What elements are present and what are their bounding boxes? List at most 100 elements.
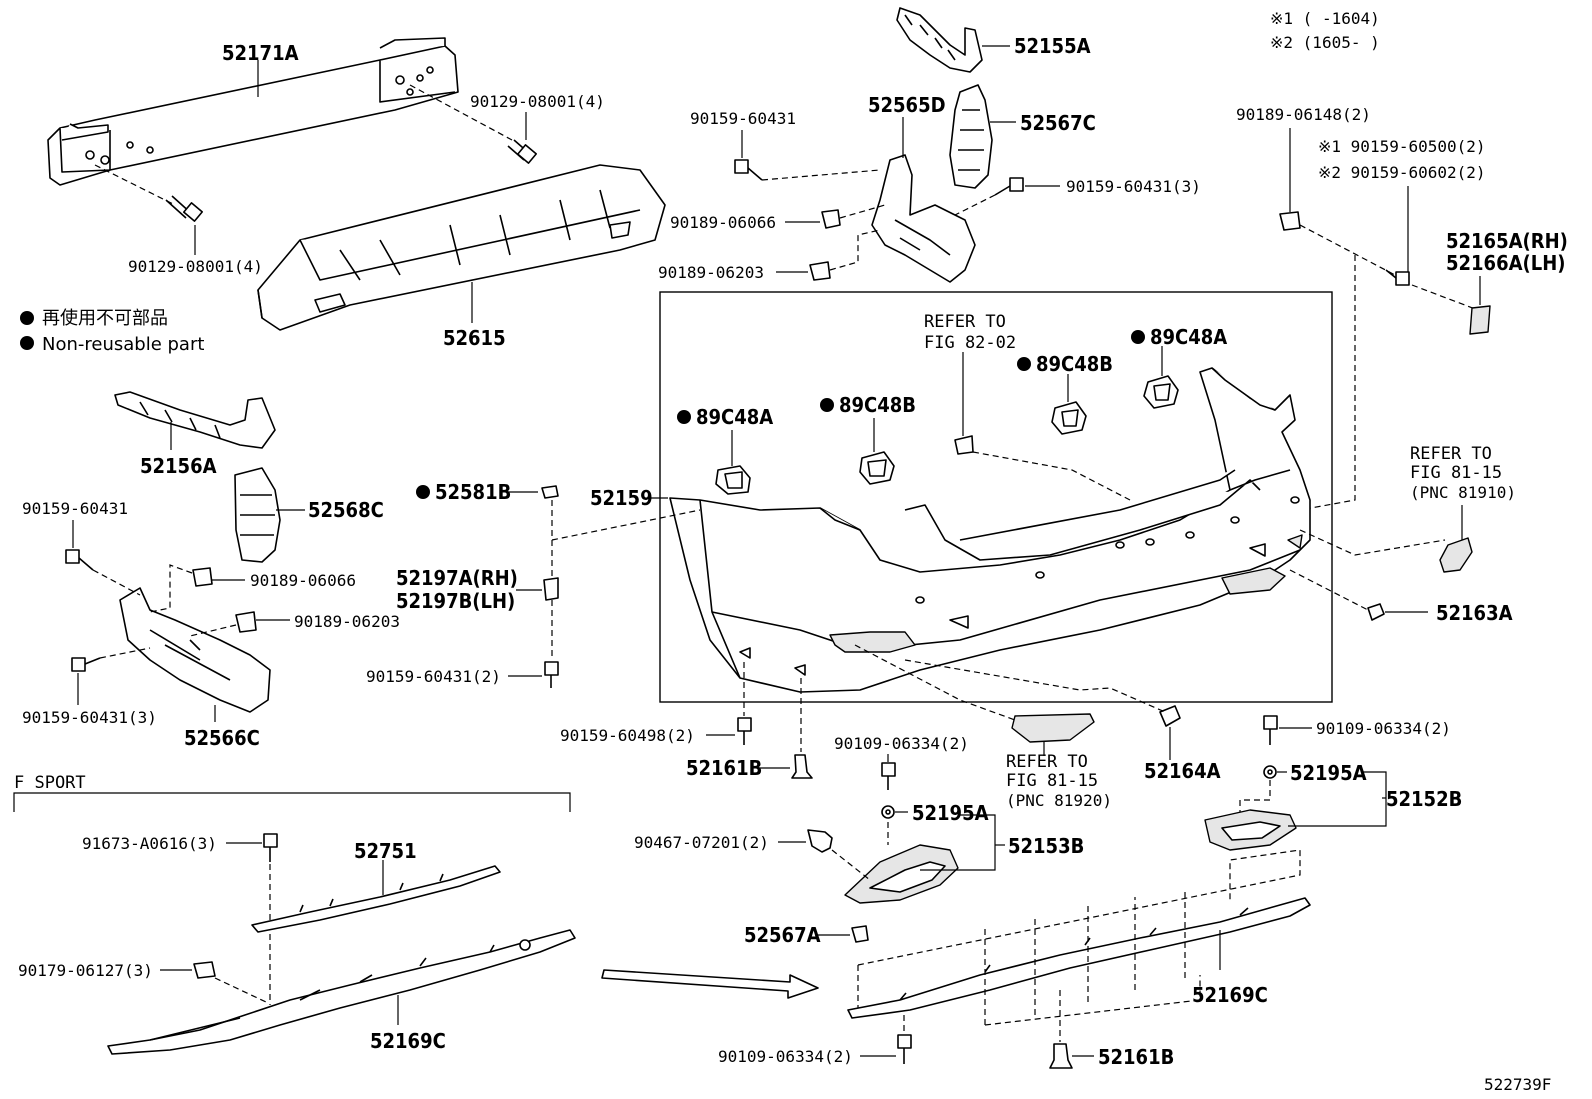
- legend-bullet-ja: [20, 311, 34, 325]
- label-91673-A0616[interactable]: 91673-A0616(3): [82, 834, 217, 853]
- bracket-52155A: [896, 7, 983, 73]
- ref-81-15-b-line3: (PNC 81920): [1006, 791, 1112, 810]
- bolt-icon: [263, 833, 278, 862]
- label-52566C[interactable]: 52566C: [184, 726, 260, 750]
- bracket-52568C: [234, 467, 281, 563]
- label-52751[interactable]: 52751: [354, 839, 417, 863]
- retainer-89C48A-right: [1143, 375, 1179, 409]
- label-90159-60431-3-left[interactable]: 90159-60431(3): [22, 708, 157, 727]
- label-90179-06127[interactable]: 90179-06127(3): [18, 961, 153, 980]
- bolt-icon: [994, 177, 1024, 196]
- label-52155A[interactable]: 52155A: [1014, 34, 1091, 58]
- clip-icon: [541, 485, 559, 499]
- label-89C48B-right[interactable]: 89C48B: [1036, 352, 1113, 376]
- clip-icon: [235, 611, 257, 633]
- cap-icon: [1159, 705, 1181, 727]
- reflector-icon: [1439, 537, 1473, 573]
- label-52567A[interactable]: 52567A: [744, 923, 821, 947]
- figure-id: 522739F: [1484, 1075, 1551, 1094]
- bolt-icon: [897, 1034, 912, 1064]
- label-90189-06066-left[interactable]: 90189-06066: [250, 571, 356, 590]
- bracket-52565D: [871, 154, 976, 283]
- label-52195A-a[interactable]: 52195A: [912, 801, 989, 825]
- bolt-icon: [544, 661, 559, 688]
- ref-82-02-line2: FIG 82-02: [924, 333, 1016, 353]
- label-90159-60500[interactable]: ※1 90159-60500(2): [1318, 137, 1486, 156]
- reinforcement-beam-52171A: [47, 37, 459, 186]
- label-52169C-left[interactable]: 52169C: [370, 1029, 446, 1053]
- bolt-icon: [71, 657, 101, 672]
- ref-81-15-a-line1: REFER TO: [1410, 444, 1492, 464]
- label-90109-06334-b[interactable]: 90109-06334(2): [1316, 719, 1451, 738]
- label-52161B-a[interactable]: 52161B: [686, 756, 762, 780]
- bolt-icon: [65, 549, 94, 571]
- label-52565D[interactable]: 52565D: [868, 93, 946, 117]
- label-90189-06148[interactable]: 90189-06148(2): [1236, 105, 1371, 124]
- label-90189-06203-top[interactable]: 90189-06203: [658, 263, 764, 282]
- bolt-icon: [507, 139, 538, 164]
- label-89C48A-left[interactable]: 89C48A: [696, 405, 773, 429]
- label-52153B[interactable]: 52153B: [1008, 834, 1084, 858]
- label-52166A[interactable]: 52166A(LH): [1446, 251, 1566, 275]
- label-52615[interactable]: 52615: [443, 326, 506, 350]
- label-90109-06334-c[interactable]: 90109-06334(2): [718, 1047, 853, 1066]
- label-52161B-b[interactable]: 52161B: [1098, 1045, 1174, 1069]
- label-90189-06066-top[interactable]: 90189-06066: [670, 213, 776, 232]
- label-90159-60431-2[interactable]: 90159-60431(2): [366, 667, 501, 686]
- note-2: ※2 (1605- ): [1270, 33, 1380, 52]
- label-90159-60431-top[interactable]: 90159-60431: [690, 109, 796, 128]
- exhaust-finisher-52152B: [1204, 809, 1297, 851]
- label-90189-06203-left[interactable]: 90189-06203: [294, 612, 400, 631]
- bracket-52156A: [114, 391, 276, 449]
- retainer-89C48B-left: [859, 451, 895, 485]
- label-90467-07201[interactable]: 90467-07201(2): [634, 833, 769, 852]
- clip-icon: [192, 567, 213, 587]
- note-1: ※1 ( -1604): [1270, 9, 1380, 28]
- ref-81-15-a-line2: FIG 81-15: [1410, 463, 1502, 483]
- clip-icon: [821, 209, 841, 229]
- garnish-52751: [251, 865, 501, 933]
- bolt-icon: [1263, 715, 1278, 745]
- label-89C48A-right[interactable]: 89C48A: [1150, 325, 1227, 349]
- label-90129-08001-a[interactable]: 90129-08001(4): [470, 92, 605, 111]
- label-90159-60431-left[interactable]: 90159-60431: [22, 499, 128, 518]
- legend-bullet-en: [20, 336, 34, 350]
- label-89C48B-left[interactable]: 89C48B: [839, 393, 916, 417]
- legend: 再使用不可部品 Non-reusable part: [20, 308, 204, 355]
- reflector-icon: [1011, 713, 1095, 743]
- ref-81-15-a-line3: (PNC 81910): [1410, 483, 1516, 502]
- label-52152B[interactable]: 52152B: [1386, 787, 1462, 811]
- label-52156A[interactable]: 52156A: [140, 454, 217, 478]
- label-90129-08001-b[interactable]: 90129-08001(4): [128, 257, 263, 276]
- label-52195A-b[interactable]: 52195A: [1290, 761, 1367, 785]
- section-title-f-sport: F SPORT: [14, 773, 86, 793]
- bolt-icon: [734, 159, 763, 181]
- label-90109-06334-a[interactable]: 90109-06334(2): [834, 734, 969, 753]
- nut-icon: [193, 961, 216, 979]
- label-52165A[interactable]: 52165A(RH): [1446, 229, 1568, 253]
- label-90159-60431-3-top[interactable]: 90159-60431(3): [1066, 177, 1201, 196]
- retainer-89C48B-right: [1051, 401, 1087, 435]
- label-90159-60498[interactable]: 90159-60498(2): [560, 726, 695, 745]
- label-52159[interactable]: 52159: [590, 486, 653, 510]
- label-52197B[interactable]: 52197B(LH): [396, 589, 515, 613]
- bolt-icon: [737, 717, 752, 745]
- label-52581B[interactable]: 52581B: [435, 480, 511, 504]
- ref-81-15-b-line2: FIG 81-15: [1006, 771, 1098, 791]
- label-52197A[interactable]: 52197A(RH): [396, 566, 518, 590]
- bracket-52567C: [949, 84, 993, 189]
- label-52163A[interactable]: 52163A: [1436, 601, 1513, 625]
- label-52169C-right[interactable]: 52169C: [1192, 983, 1268, 1007]
- bolt-icon: [1385, 269, 1410, 286]
- exhaust-finisher-52153B: [844, 844, 959, 904]
- label-90159-60602[interactable]: ※2 90159-60602(2): [1318, 163, 1486, 182]
- spoiler-52169C-left: [107, 929, 576, 1055]
- label-52567C[interactable]: 52567C: [1020, 111, 1096, 135]
- cap-icon: [1367, 603, 1385, 621]
- clip-icon: [1279, 211, 1301, 231]
- label-52171A[interactable]: 52171A: [222, 41, 299, 65]
- energy-absorber-52615: [257, 164, 666, 331]
- label-52568C[interactable]: 52568C: [308, 498, 384, 522]
- label-52164A[interactable]: 52164A: [1144, 759, 1221, 783]
